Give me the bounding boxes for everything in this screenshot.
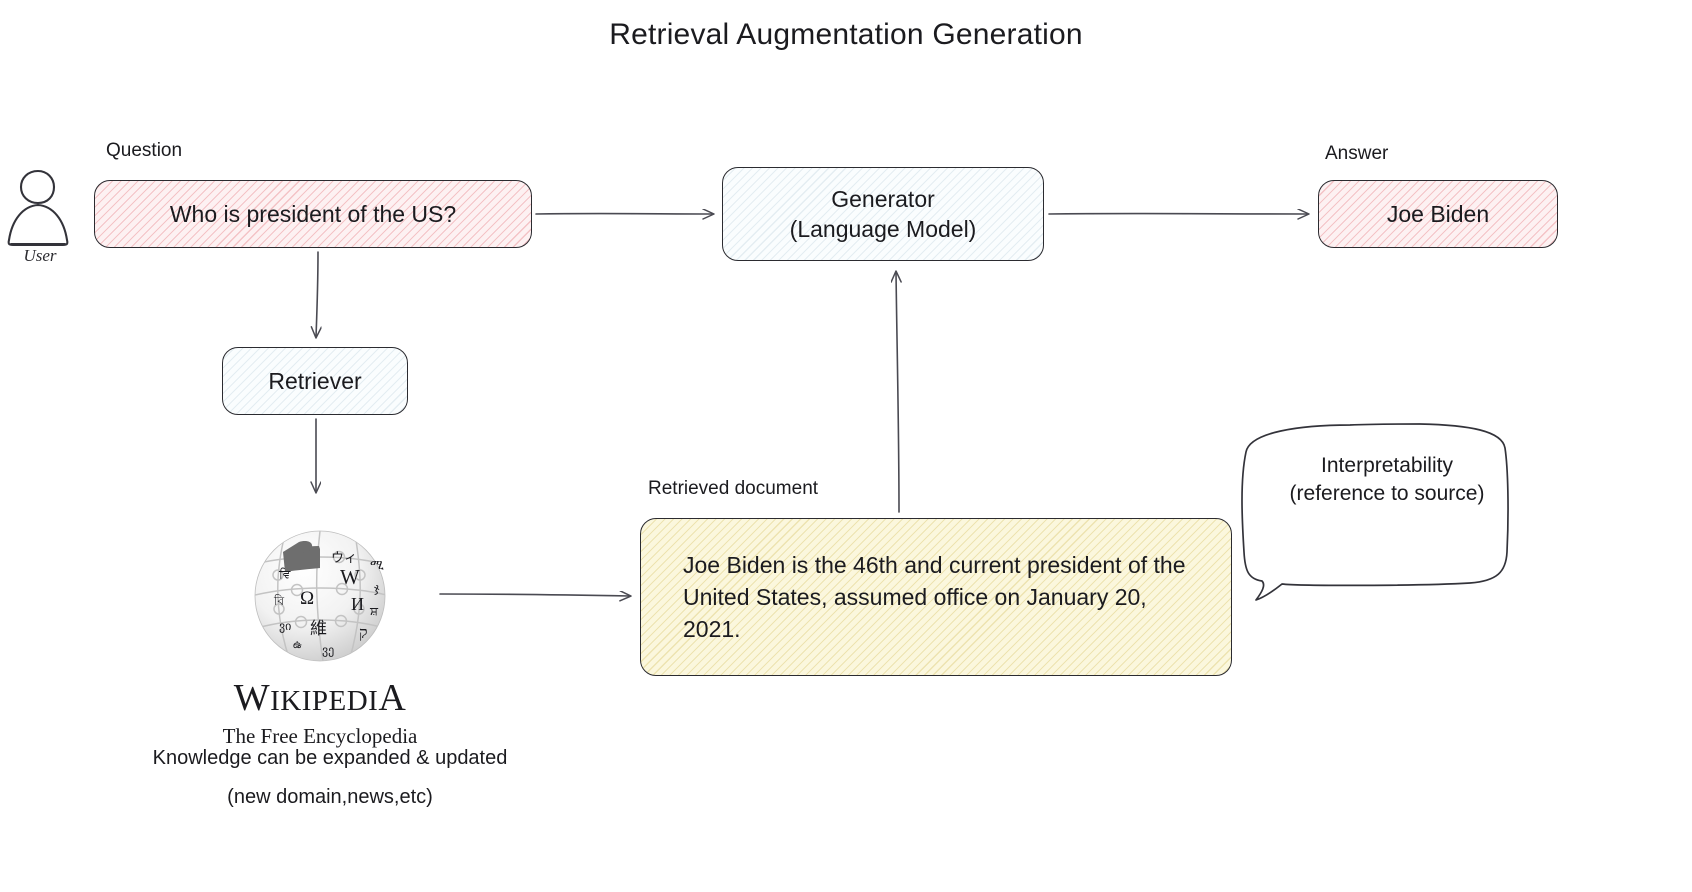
interpretability-callout-text: Interpretability (reference to source) [1262,452,1512,509]
callout-line-2: (reference to source) [1289,482,1485,506]
retriever-label: Retriever [268,367,362,394]
wikipedia-tagline: The Free Encyclopedia [222,724,418,748]
knowledge-note-line-2: (new domain,news,etc) [227,786,433,808]
wikipedia-puzzle-globe-icon: W Ω И 維 ק ウィ ਵਿ বি ვი ሚ ჯ ਸ਼ ვე ఉ [140,512,500,672]
callout-line-1: Interpretability [1321,454,1453,477]
knowledge-source-group[interactable]: W Ω И 維 ק ウィ ਵਿ বি ვი ሚ ჯ ਸ਼ ვე ఉ WIKIPE… [140,512,500,749]
retrieved-document-caption: Retrieved document [648,478,819,499]
wikipedia-wordmark-mid: IKIPEDI [270,685,379,717]
svg-text:ვე: ვე [322,643,334,657]
generator-title: Generator [831,185,935,212]
generator-subtitle: (Language Model) [789,216,977,242]
svg-text:ウィ: ウィ [331,550,357,565]
knowledge-note-line-1: Knowledge can be expanded & updated [152,747,508,769]
svg-text:ਸ਼: ਸ਼ [369,604,379,618]
question-caption: Question [106,140,183,161]
retriever-box[interactable]: Retriever [222,347,408,415]
wikipedia-wordmark-a: A [378,677,407,719]
user-person-icon [7,169,69,247]
arrow-question-to-retriever [316,251,318,337]
svg-text:ჯ: ჯ [374,581,380,595]
retrieved-document-text: Joe Biden is the 46th and current presid… [683,552,1186,643]
arrow-document-to-generator [896,272,899,513]
answer-text: Joe Biden [1386,200,1490,227]
svg-text:ק: ק [359,625,368,642]
question-box[interactable]: Who is president of the US? [94,180,532,248]
answer-caption: Answer [1325,143,1389,164]
svg-text:W: W [340,565,360,589]
retrieved-document-box[interactable]: Joe Biden is the 46th and current presid… [640,518,1232,676]
svg-text:ఉ: ఉ [293,639,302,651]
svg-text:ሚ: ሚ [370,557,384,572]
generator-box[interactable]: Generator (Language Model) [722,167,1044,261]
answer-box[interactable]: Joe Biden [1318,180,1558,248]
question-text: Who is president of the US? [169,200,457,227]
wikipedia-wordmark: WIKIPEDIA [140,676,500,720]
arrow-wikipedia-to-document [439,594,630,596]
svg-text:И: И [351,594,364,614]
user-label: User [23,246,57,265]
svg-text:ਵਿ: ਵਿ [278,567,291,581]
svg-text:ვი: ვი [279,619,291,633]
interpretability-callout-bubble [1241,423,1509,601]
wikipedia-wordmark-w: W [233,677,271,719]
page-title: Retrieval Augmentation Generation [609,18,1083,51]
svg-text:Ω: Ω [300,588,314,609]
svg-text:বি: বি [273,594,284,608]
svg-text:維: 維 [310,619,327,638]
